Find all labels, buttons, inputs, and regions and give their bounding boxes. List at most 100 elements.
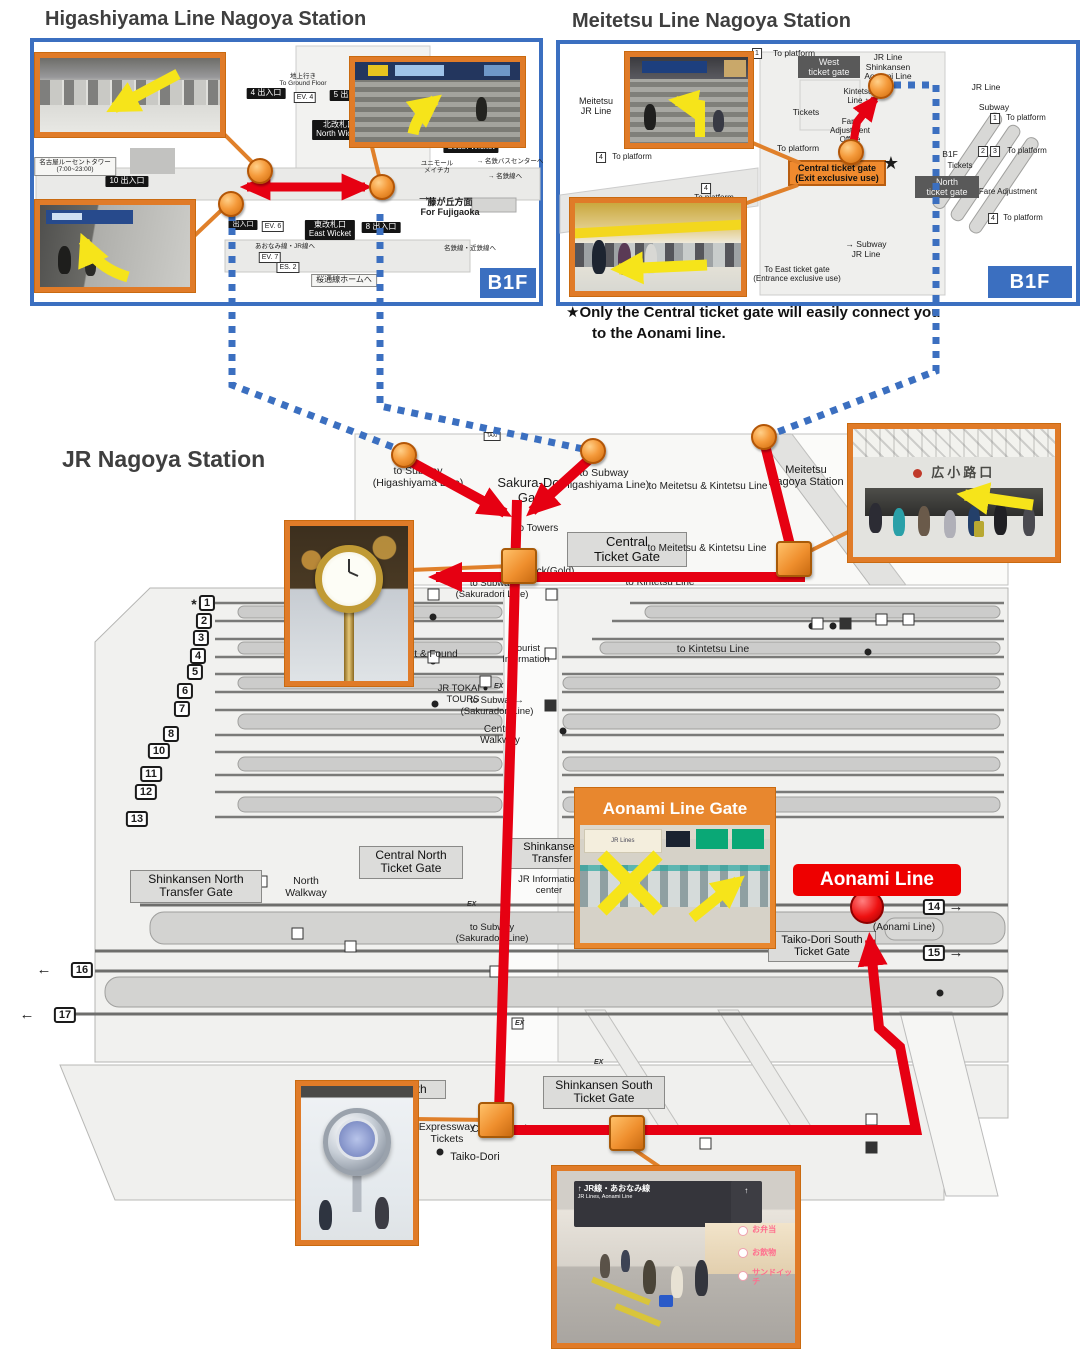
map-label: ←: [36, 961, 52, 978]
map-label: Tickets: [947, 161, 973, 170]
map-label: Taiko-Dori South Ticket Gate: [768, 931, 876, 962]
wall-text-bento: お弁当: [752, 1225, 777, 1235]
higashiyama-title: Higashiyama Line Nagoya Station: [45, 8, 367, 30]
map-label: →: [948, 898, 964, 915]
map-label: B1F: [942, 149, 958, 159]
route-node-dot: [580, 438, 606, 464]
route-node-dot: [218, 191, 244, 217]
map-label: Expressway Tickets: [418, 1121, 476, 1145]
yellow-direction-arrow: [405, 94, 442, 136]
photo-higashiyama-stairs: [350, 57, 525, 147]
map-label: Shinkansen South Ticket Gate: [543, 1076, 665, 1109]
route-node-dot: [391, 442, 417, 468]
map-label: *: [191, 596, 197, 612]
map-label: ユニモール メイチカ: [420, 160, 454, 175]
photo-silver-clock: [296, 1081, 418, 1245]
map-label: ★: [882, 153, 900, 173]
platform-number-4: 4: [189, 648, 207, 664]
map-label: Shinkansen North Transfer Gate: [130, 870, 262, 903]
route-node-dot: [751, 424, 777, 450]
map-label: 1: [990, 113, 1000, 125]
map-label: To platform: [1003, 213, 1043, 222]
map-label: 地上行き To Ground Floor: [279, 73, 327, 88]
map-label: North Walkway: [285, 875, 327, 899]
photo-meitetsu-gates: [570, 198, 746, 296]
map-label: Fare Adjustment: [978, 187, 1038, 196]
platform-number-7: 7: [173, 701, 191, 717]
route-node-dot: [868, 73, 894, 99]
route-node-dot: [247, 158, 273, 184]
map-label: ES. 2: [276, 262, 300, 274]
map-label: North ticket gate: [915, 176, 979, 199]
map-label: to Subway (Sakuradori Line): [455, 922, 529, 944]
route-node-square: [478, 1102, 514, 1138]
map-label: 4: [988, 213, 998, 225]
platform-number-12: 12: [134, 784, 158, 800]
route-node-square: [776, 541, 812, 577]
map-label: To platform: [772, 48, 816, 58]
map-label: 10 出入口: [105, 176, 149, 187]
platform-number-8: 8: [162, 726, 180, 742]
yellow-x-mark: [597, 850, 663, 916]
route-node-square: [501, 548, 537, 584]
photo-aonami-corridor: ↑ JR線・あおなみ線 JR Lines, Aonami Line ↑ お弁当 …: [552, 1166, 800, 1348]
map-label: JR Line: [971, 82, 1001, 92]
platform-number-10: 10: [147, 743, 171, 759]
map-label: To platform: [1007, 146, 1047, 155]
corridor-sign-en: JR Lines, Aonami Line: [577, 1194, 633, 1201]
map-label: Central North Ticket Gate: [359, 846, 463, 879]
map-label: To East ticket gate (Entrance exclusive …: [753, 265, 841, 283]
aonami-gate-inset-title: Aonami Line Gate: [580, 793, 770, 825]
ex-icon: EX: [515, 1020, 526, 1027]
yellow-direction-arrow: [688, 875, 745, 923]
map-label: 桜通線ホームへ: [311, 274, 377, 287]
map-label: To platform: [776, 143, 820, 153]
map-label: 藤が丘方面 For Fujigaoka: [420, 197, 480, 218]
map-label: → 名鉄線へ: [487, 173, 523, 180]
photo-higashiyama-escalator: [35, 200, 195, 292]
map-label: West ticket gate: [798, 56, 860, 79]
photo-higashiyama-ticket-gates: [35, 53, 225, 137]
ex-icon: EX: [594, 1059, 605, 1066]
map-label: 4 出入口: [246, 88, 286, 99]
yellow-direction-arrow: [106, 69, 181, 113]
yellow-direction-arrow: [78, 232, 130, 283]
central-gate-note-line2: to the Aonami line.: [592, 325, 726, 342]
map-label: JR Information center: [518, 874, 580, 896]
higashiyama-b1f-badge: B1F: [480, 268, 536, 298]
panel-link-dotted-lines: [228, 81, 940, 454]
yellow-direction-arrow: [610, 251, 708, 285]
jr-title: JR Nagoya Station: [62, 446, 266, 472]
ex-icon: EX: [467, 901, 478, 908]
map-label: → 名鉄バスセンターへ: [476, 158, 544, 165]
platform-number-17: 17: [53, 1007, 77, 1023]
map-label: 4: [596, 152, 606, 164]
wall-text-drinks: お飲物: [752, 1247, 777, 1257]
map-label: to Kintetsu Line: [625, 577, 695, 588]
map-label: to Subway (Higashiyama Line): [558, 467, 650, 491]
map-label: →: [948, 944, 964, 961]
map-label: EV. 7: [258, 252, 282, 264]
map-label: Tourist Information: [502, 643, 550, 665]
map-label: Clock(Gold): [521, 566, 575, 577]
yellow-direction-arrow: [956, 482, 1034, 515]
map-label: JR TOKAI ● TOURS: [437, 683, 489, 705]
map-label: 8 出入口: [361, 222, 401, 233]
map-label: To platform: [612, 152, 652, 161]
map-label: to Subway→ (Sakuradori Line): [460, 695, 534, 717]
route-node-square: [609, 1115, 645, 1151]
map-label: Meitetsu JR Line: [578, 96, 614, 117]
map-label: 3: [990, 146, 1000, 158]
platform-number-6: 6: [176, 683, 194, 699]
map-label: 東改札口 East Wicket: [304, 220, 356, 240]
map-label: to Meitetsu & Kintetsu Line: [648, 481, 768, 492]
platform-number-5: 5: [186, 664, 204, 680]
ex-icon: EX: [494, 683, 505, 690]
jr-lines-sign: JR Lines: [583, 829, 662, 853]
platform-number-3: 3: [192, 630, 210, 646]
map-label: To platform: [694, 193, 734, 203]
meitetsu-b1f-badge: B1F: [988, 266, 1072, 298]
platform-number-15: 15: [922, 945, 946, 961]
platform-number-11: 11: [140, 766, 162, 782]
map-label: Taiko-Dori: [450, 1151, 500, 1163]
